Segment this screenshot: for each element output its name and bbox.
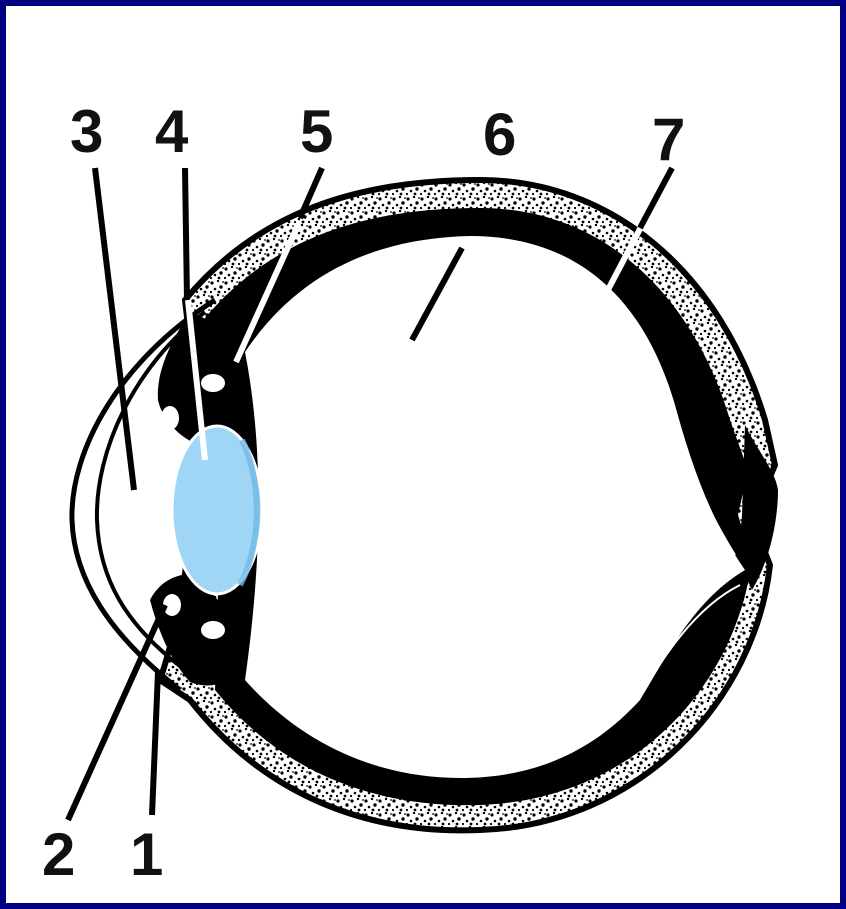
leader-line-3: [95, 168, 134, 490]
leader-line-1: [152, 672, 158, 815]
label-3: 3: [70, 98, 103, 165]
label-1: 1: [130, 821, 163, 888]
leader-line-7-top: [640, 168, 672, 228]
iris-gap-lower-small: [163, 594, 181, 616]
label-6: 6: [483, 101, 516, 168]
label-2: 2: [42, 821, 75, 888]
label-5: 5: [300, 98, 333, 165]
label-4: 4: [155, 98, 189, 165]
iris-gap-upper: [201, 374, 225, 392]
iris-gap-upper-small: [161, 406, 179, 430]
label-7: 7: [652, 106, 685, 173]
leader-line-4-black: [185, 168, 187, 300]
iris-gap-lower: [201, 621, 225, 639]
